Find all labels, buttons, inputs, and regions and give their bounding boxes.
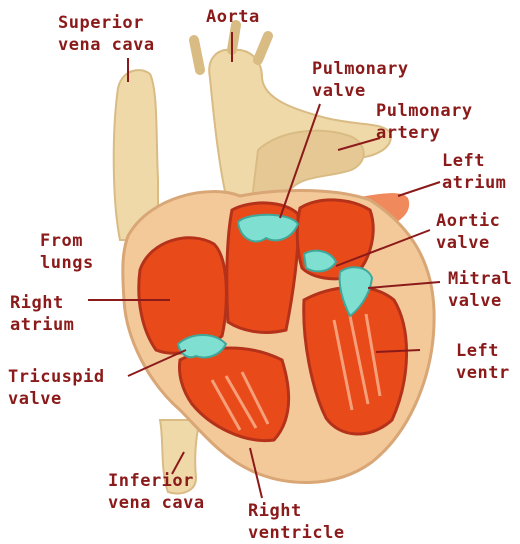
label-aorta: Aorta (206, 6, 260, 28)
